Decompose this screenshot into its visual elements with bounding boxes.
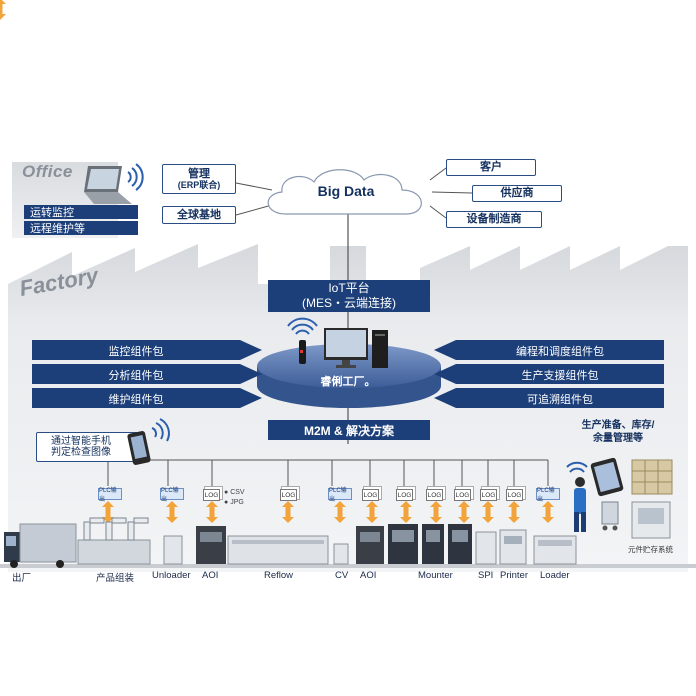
machine-label-spi: SPI: [478, 570, 494, 581]
left-package-maintenance: 维护组件包: [108, 394, 164, 406]
cloud-box-equipment-maker: 设备制造商: [446, 211, 542, 228]
iot-platform-box: IoT平台 (MES・云端连接): [268, 280, 430, 312]
log-tag: LOG: [280, 489, 297, 501]
left-package-monitoring: 监控组件包: [108, 346, 164, 358]
platform-label: 睿俐工厂。: [320, 376, 376, 388]
cloud-box-global-sites: 全球基地: [162, 206, 236, 224]
machine-label-unloader: Unloader: [152, 570, 191, 581]
storage-label: 元件贮存系统: [628, 545, 673, 554]
jpg-label: ● JPG: [224, 499, 244, 506]
office-item-maintenance: 远程维护等: [24, 221, 138, 235]
log-tag: LOG: [203, 489, 220, 501]
machine-label-aoi-2: AOI: [360, 570, 377, 581]
iot-platform-line1: IoT平台: [328, 281, 370, 295]
worker-and-storage: [566, 457, 673, 539]
machine-label-printer: Printer: [500, 570, 528, 581]
machine-label-reflow: Reflow: [264, 570, 294, 581]
machine-label-shipping: 出厂: [12, 573, 32, 584]
left-package-analysis: 分析组件包: [108, 370, 164, 382]
log-tag: LOG: [426, 489, 443, 501]
phone-right-line2: 余量管理等: [593, 432, 643, 444]
office-item-monitoring: 运转监控: [24, 205, 138, 219]
log-tag: LOG: [362, 489, 379, 501]
jpg-text: JPG: [230, 499, 244, 506]
smartphone-icon: [127, 418, 170, 465]
csv-text: CSV: [230, 489, 245, 496]
cloud-box-global-sites-label: 全球基地: [177, 208, 221, 221]
cloud-box-customer: 客户: [446, 159, 536, 176]
phone-left-box: 通过智能手机 判定检查图像: [36, 432, 140, 462]
right-package-arrows: [434, 340, 664, 408]
cloud-icon: [267, 169, 422, 215]
phone-left-line1: 通过智能手机: [51, 435, 111, 447]
right-package-production-support: 生产支援组件包: [521, 370, 599, 382]
left-package-arrows: [32, 340, 262, 408]
phone-left-line2: 判定检查图像: [51, 447, 111, 458]
right-package-programming: 编程和调度组件包: [516, 346, 604, 358]
iot-platform-line2: (MES・云端连接): [302, 296, 396, 310]
phone-right-line1: 生产准备、库存/: [581, 420, 655, 431]
machine-label-loader: Loader: [540, 570, 570, 581]
cloud-box-management-line2: (ERP联合): [177, 180, 221, 191]
machine-label-cv: CV: [335, 570, 349, 581]
desktop-computer-icon: [324, 328, 388, 368]
log-tag: LOG: [454, 489, 471, 501]
production-line: [4, 517, 577, 568]
log-tag: LOG: [506, 489, 523, 501]
log-tag: LOG: [396, 489, 413, 501]
right-package-traceability: 可追溯组件包: [527, 394, 593, 406]
machine-label-mounter: Mounter: [418, 570, 453, 581]
machine-label-assembly: 产品组装: [96, 573, 135, 584]
m2m-box: M2M & 解决方案: [268, 420, 430, 440]
wireless-router-icon: [287, 317, 318, 364]
phone-right-box: 生产准备、库存/ 余量管理等: [578, 420, 658, 445]
cloud-box-supplier: 供应商: [472, 185, 562, 202]
laptop-icon: [84, 163, 144, 204]
log-tag: LOG: [480, 489, 497, 501]
machine-label-aoi: AOI: [202, 570, 219, 581]
office-title: Office: [22, 162, 73, 181]
cloud-box-management-line1: 管理: [188, 167, 210, 180]
csv-label: ● CSV: [224, 489, 245, 496]
cloud-title: Big Data: [317, 183, 375, 199]
cloud-box-management: 管理 (ERP联合): [162, 164, 236, 194]
